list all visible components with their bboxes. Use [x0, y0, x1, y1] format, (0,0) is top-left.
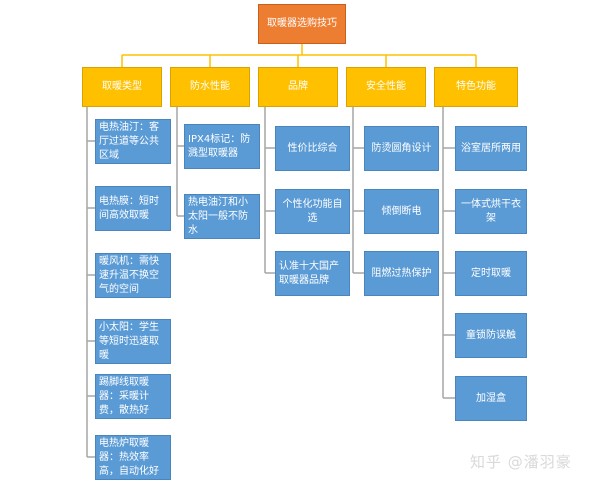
category-heating-type: 取暖类型	[82, 67, 162, 107]
leaf-features-4: 童锁防误触	[455, 313, 527, 358]
leaf-heating-type-5: 踢脚线取暖器：采暖计费，散热好	[95, 374, 171, 419]
leaf-heating-type-6: 电热炉取暖器：热效率高，自动化好	[95, 435, 171, 480]
category-waterproof: 防水性能	[170, 67, 250, 107]
leaf-waterproof-2: 热电油汀和小太阳一般不防水	[184, 194, 260, 239]
leaf-features-1: 浴室居所两用	[455, 126, 527, 171]
leaf-safety-2: 倾倒断电	[364, 189, 439, 234]
category-features: 特色功能	[434, 67, 518, 107]
leaf-brand-3: 认准十大国产取暖器品牌	[275, 251, 350, 296]
leaf-heating-type-2: 电热膜：短时间高效取暖	[95, 186, 171, 231]
leaf-heating-type-1: 电热油汀：客厅过道等公共区域	[95, 119, 171, 164]
root-node: 取暖器选购技巧	[258, 4, 346, 44]
leaf-features-5: 加湿盒	[455, 376, 527, 421]
leaf-features-2: 一体式烘干衣架	[455, 189, 527, 234]
leaf-heating-type-4: 小太阳：学生等短时迅速取暖	[95, 319, 171, 364]
leaf-brand-1: 性价比综合	[275, 126, 350, 171]
leaf-brand-2: 个性化功能自选	[275, 189, 350, 234]
category-safety: 安全性能	[346, 67, 426, 107]
watermark: 知乎 @潘羽豪	[470, 453, 572, 471]
leaf-waterproof-1: IPX4标记：防溅型取暖器	[184, 124, 260, 169]
leaf-safety-1: 防烫圆角设计	[364, 126, 439, 171]
leaf-heating-type-3: 暖风机：需快速升温不换空气的空间	[95, 253, 171, 298]
category-brand: 品牌	[258, 67, 338, 107]
leaf-features-3: 定时取暖	[455, 251, 527, 296]
leaf-safety-3: 阻燃过热保护	[364, 251, 439, 296]
